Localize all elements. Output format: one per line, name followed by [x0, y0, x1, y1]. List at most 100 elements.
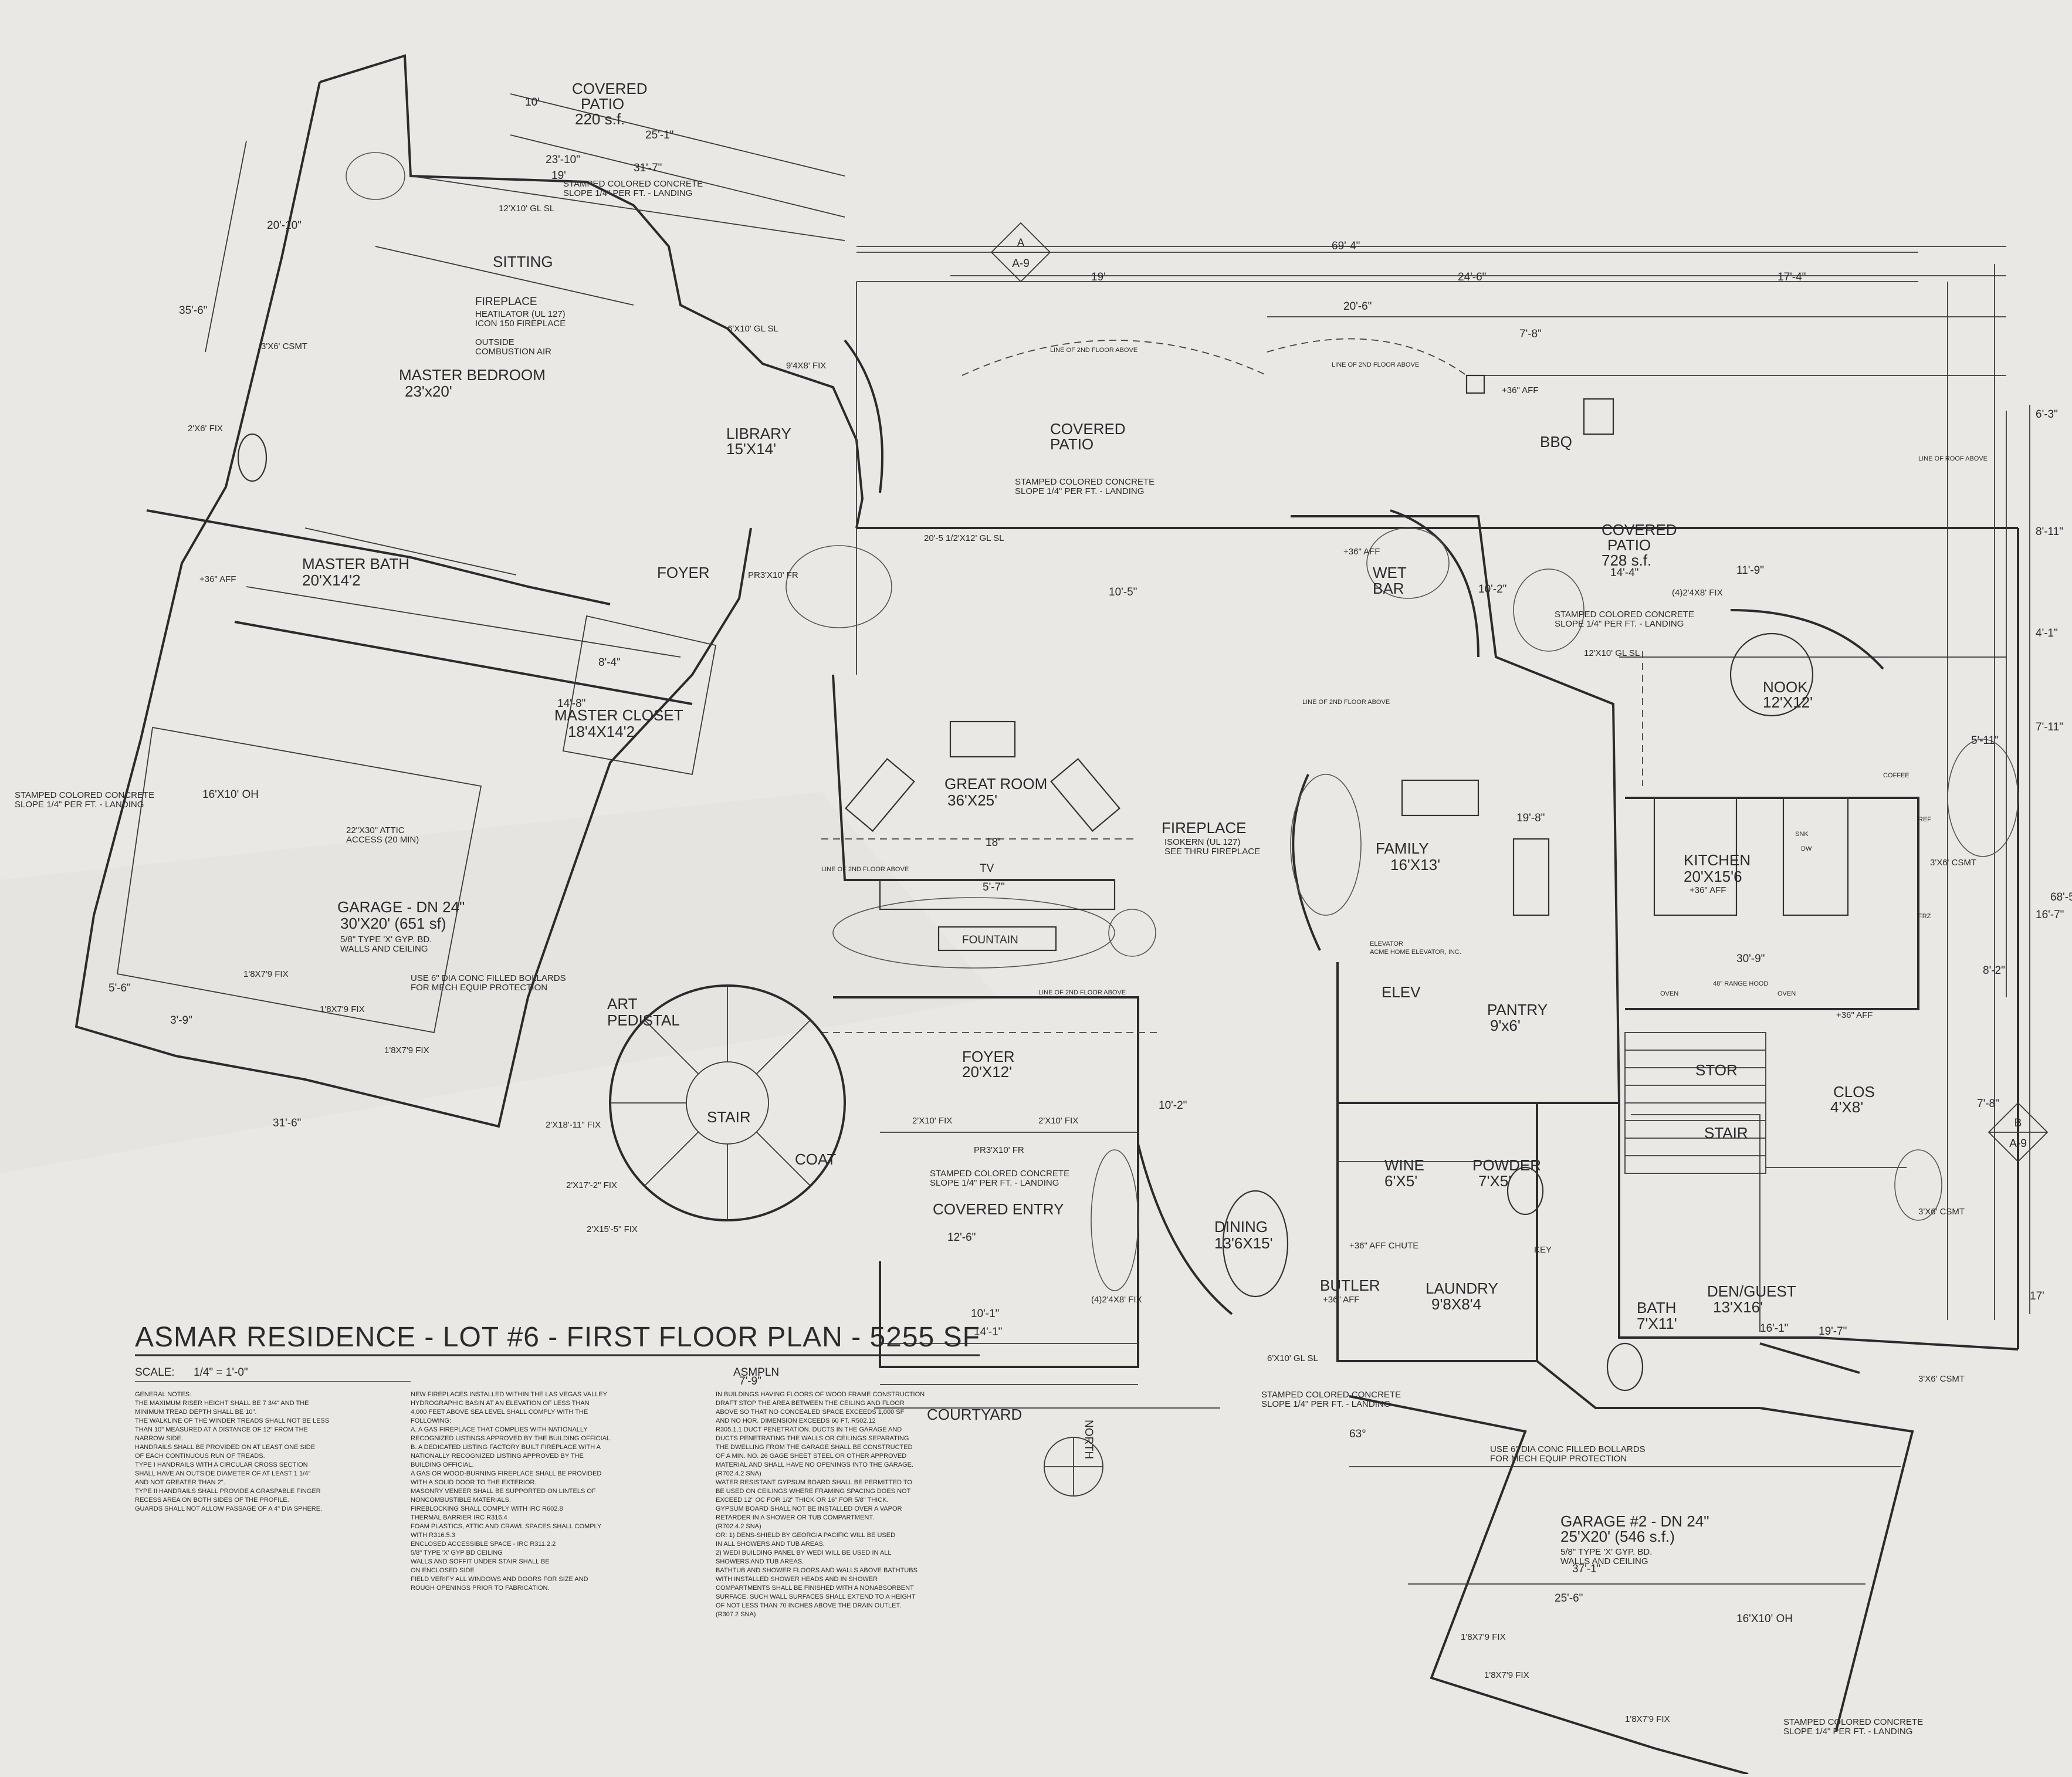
line-2nd-floor-2: LINE OF 2ND FLOOR ABOVE	[1332, 361, 1419, 368]
title-block: ASMAR RESIDENCE - LOT #6 - FIRST FLOOR P…	[135, 1322, 980, 1382]
art-pedistal-label-2: PEDISTAL	[607, 1011, 680, 1029]
kitchen-island	[1653, 797, 1738, 916]
fireplace-master-label: FIREPLACE	[475, 296, 537, 308]
master-closet-size: 18'4X14'2	[568, 723, 635, 740]
window-9x4-fix: 9'4X8' FIX	[786, 361, 826, 371]
butler-aff: +36" AFF	[1323, 1295, 1359, 1305]
note-line: R305.1.1 DUCT PENETRATION. DUCTS IN THE …	[716, 1426, 902, 1433]
garage-finish-1: 5/8" TYPE 'X' GYP. BD.	[340, 935, 432, 945]
window-1x8-fix-3: 1'8X7'9 FIX	[384, 1045, 429, 1055]
wine-size: 6'X5'	[1384, 1172, 1417, 1190]
dim-31-6: 31'-6"	[273, 1117, 301, 1129]
note-line: HANDRAILS SHALL BE PROVIDED ON AT LEAST …	[135, 1444, 315, 1451]
fireplace-notes: NEW FIREPLACES INSTALLED WITHIN THE LAS …	[411, 1391, 612, 1592]
dim-14-1: 14'-1"	[974, 1326, 1002, 1338]
note-line: ABOVE SO THAT NO CONCEALED SPACE EXCEEDS…	[716, 1409, 905, 1416]
foyer-main-size: 20'X12'	[962, 1063, 1012, 1081]
note-line: 4,000 FEET ABOVE SEA LEVEL SHALL COMPLY …	[411, 1409, 588, 1416]
note-line: WATER RESISTANT GYPSUM BOARD SHALL BE PE…	[716, 1479, 912, 1486]
dim-8-2: 8'-2"	[1983, 964, 2005, 977]
note-line: WITH A SOLID DOOR TO THE EXTERIOR.	[411, 1479, 537, 1486]
stair-right-label: STAIR	[1704, 1124, 1748, 1142]
kitchen-wall	[1625, 797, 1919, 1010]
library-label: LIBRARY	[726, 425, 791, 442]
note-line: BUILDING OFFICIAL.	[411, 1461, 474, 1468]
bath-wall	[1759, 1342, 1860, 1374]
covered-patio-center-label-2: PATIO	[1050, 435, 1093, 453]
master-bath-label: MASTER BATH	[302, 555, 409, 573]
dim-31-7: 31'-7"	[634, 162, 662, 174]
pantry-size: 9'x6'	[1490, 1017, 1521, 1034]
den-wall	[1618, 1103, 2019, 1350]
note-line: AND NO HOR. DIMENSION EXCEEDS 60 FT. R50…	[716, 1417, 876, 1424]
window-3x6-csmt-den: 3'X6' CSMT	[1918, 1207, 1965, 1217]
note-line: DRAFT STOP THE AREA BETWEEN THE CEILING …	[716, 1400, 905, 1407]
scale-label: SCALE:	[135, 1366, 175, 1379]
nook-table	[1729, 632, 1814, 717]
covered-patio-top-label-2: PATIO	[581, 95, 624, 113]
dim-25-1: 25'-1"	[645, 129, 673, 141]
note-line: COMPARTMENTS SHALL BE FINISHED WITH A NO…	[716, 1585, 914, 1592]
window-3x6-csmt-bath: 3'X6' CSMT	[1918, 1374, 1965, 1384]
fireplace-master-spec-4: COMBUSTION AIR	[475, 347, 551, 357]
tv-label: TV	[980, 862, 994, 875]
fireplace-master-spec-3: OUTSIDE	[475, 337, 514, 347]
note-line: OF NOT LESS THAN 70 INCHES ABOVE THE DRA…	[716, 1602, 901, 1609]
kitchen-island-2	[1782, 797, 1849, 916]
garage-label: GARAGE - DN 24"	[337, 898, 465, 916]
window-4x8-fix-dining: (4)2'4X8' FIX	[1091, 1295, 1142, 1305]
dim-5-7: 5'-7"	[983, 881, 1005, 893]
window-1x8-fix-6: 1'8X7'9 FIX	[1625, 1714, 1670, 1724]
dim-19-8: 19'-8"	[1516, 812, 1545, 824]
bbq-aff-label: +36" AFF	[1502, 385, 1538, 395]
range-hood-label: 48" RANGE HOOD	[1713, 980, 1768, 987]
window-1x8-fix-4: 1'8X7'9 FIX	[1461, 1632, 1506, 1642]
closet-island	[562, 615, 717, 776]
laundry-size: 9'8X8'4	[1431, 1295, 1481, 1313]
nook-size: 12'X12'	[1763, 693, 1813, 711]
window-pr3x10-library: PR3'X10' FR	[748, 570, 798, 580]
note-line: MINIMUM TREAD DEPTH SHALL BE 10".	[135, 1409, 256, 1416]
note-line: GUARDS SHALL NOT ALLOW PASSAGE OF A 4" D…	[135, 1505, 322, 1512]
note-line: TYPE I HANDRAILS WITH A CIRCULAR CROSS S…	[135, 1461, 308, 1468]
great-room-label: GREAT ROOM	[944, 775, 1047, 793]
wet-bar-label-1: WET	[1373, 564, 1407, 581]
dim-12-6: 12'-6"	[947, 1231, 976, 1244]
window-3x6-csmt-master: 3'X6' CSMT	[261, 341, 307, 351]
sheet-title: ASMAR RESIDENCE - LOT #6 - FIRST FLOOR P…	[135, 1322, 980, 1353]
second-floor-lines	[821, 338, 1643, 1033]
powder-size: 7'X5'	[1478, 1172, 1511, 1190]
window-4x8-fix-nook: (4)2'4X8' FIX	[1672, 588, 1723, 598]
window-2x15-fix: 2'X15'-5" FIX	[587, 1224, 638, 1234]
room-labels: COVERED PATIO 220 s.f. SITTING FIREPLACE…	[302, 80, 1875, 1566]
stamped-center-2: SLOPE 1/4" PER FT. - LANDING	[1015, 486, 1144, 496]
stamped-entry-1: STAMPED COLORED CONCRETE	[930, 1169, 1069, 1179]
bbq-label: BBQ	[1540, 433, 1572, 451]
note-line: NONCOMBUSTIBLE MATERIALS.	[411, 1497, 511, 1504]
wet-bar-wall	[1291, 515, 1620, 1104]
bollards-right-1: USE 6" DIA CONC FILLED BOLLARDS	[1490, 1444, 1646, 1454]
bbq-grill	[1465, 374, 1485, 394]
stamped-garage2-2: SLOPE 1/4" PER FT. - LANDING	[1783, 1727, 1912, 1737]
note-line: (R702.4.2 SNA)	[716, 1523, 761, 1530]
window-12x10-master: 12'X10' GL SL	[499, 204, 554, 214]
dimension-lines	[205, 93, 2030, 1409]
note-line: SHALL HAVE AN OUTSIDE DIAMETER OF AT LEA…	[135, 1470, 310, 1477]
dim-30-9: 30'-9"	[1736, 953, 1765, 965]
powder-toilet	[1506, 1166, 1544, 1216]
dim-17: 17'	[2030, 1290, 2044, 1302]
bath-size: 7'X11'	[1637, 1315, 1677, 1332]
note-line: ENCLOSED ACCESSIBLE SPACE - IRC R311.2.2	[411, 1541, 556, 1548]
dw-label: DW	[1801, 845, 1812, 852]
window-pr3x10-fr: PR3'X10' FR	[974, 1145, 1024, 1155]
note-line: IN BUILDINGS HAVING FLOORS OF WOOD FRAME…	[716, 1391, 925, 1398]
annotations: STAMPED COLORED CONCRETE SLOPE 1/4" PER …	[15, 179, 1988, 1737]
line-roof: LINE OF ROOF ABOVE	[1918, 455, 1988, 462]
powder-label: POWDER	[1472, 1156, 1541, 1174]
note-line: SURFACE. SUCH WALL SURFACES SHALL EXTEND…	[716, 1593, 916, 1600]
window-2x18-fix: 2'X18'-11" FIX	[546, 1120, 601, 1130]
interior-lines	[116, 175, 2006, 1585]
stamped-right-2: SLOPE 1/4" PER FT. - LANDING	[1555, 619, 1684, 629]
dining-label: DINING	[1214, 1218, 1268, 1236]
